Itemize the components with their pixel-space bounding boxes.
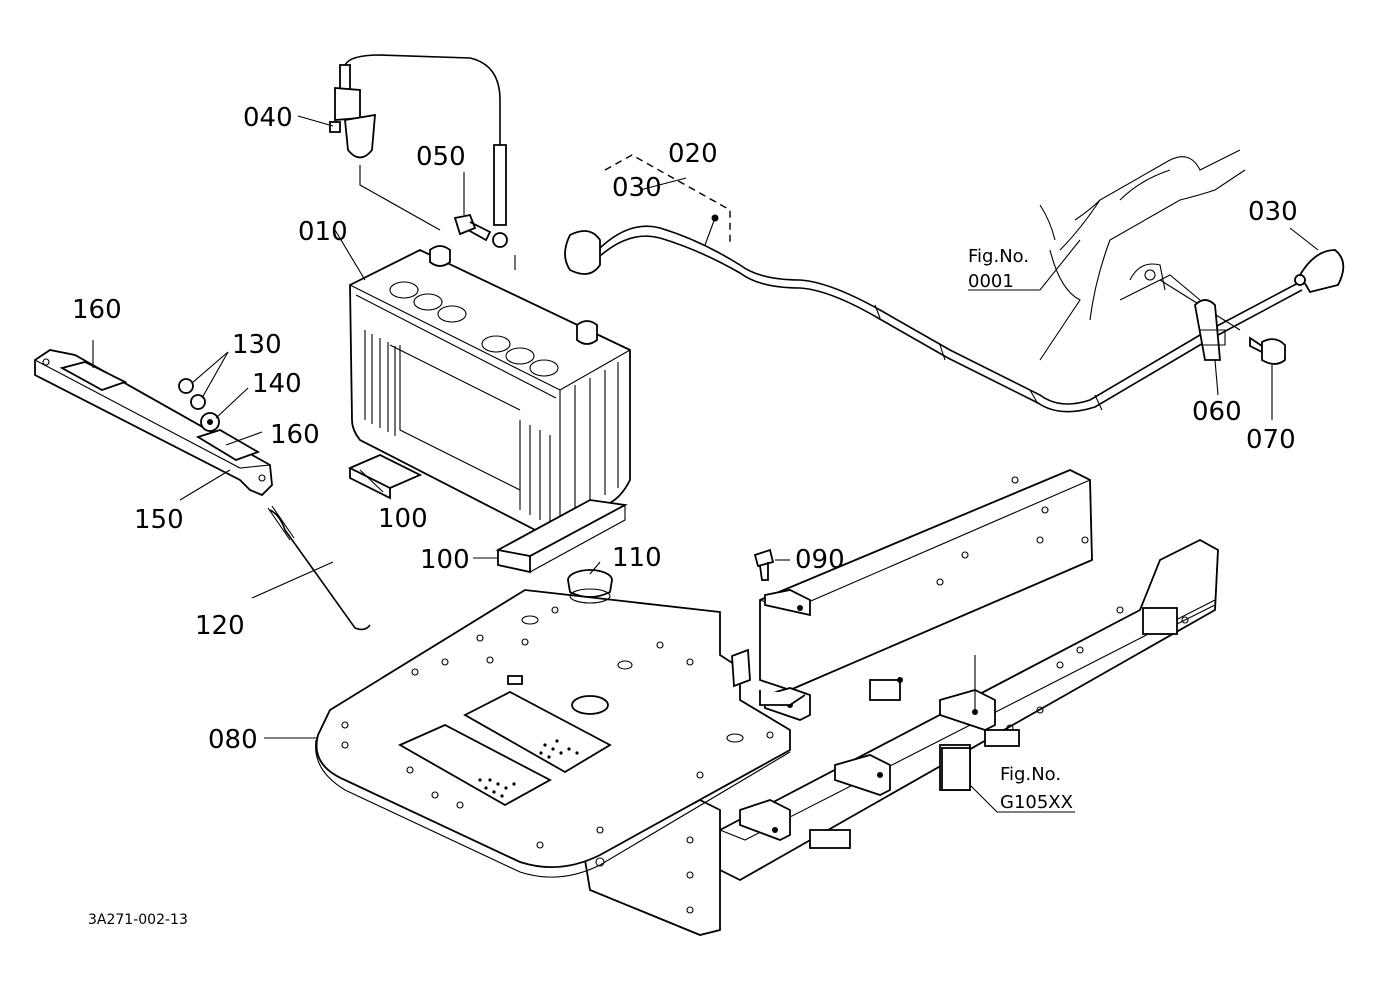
fig-ref-code-2: G105XX <box>1000 792 1073 813</box>
label-160-right: 160 <box>270 420 320 450</box>
floor-plate <box>315 589 791 878</box>
label-060: 060 <box>1192 397 1242 427</box>
fig-ref-label-2: Fig.No. <box>1000 764 1061 785</box>
label-150: 150 <box>134 505 184 535</box>
label-070: 070 <box>1246 425 1296 455</box>
bolt-070 <box>1249 336 1286 365</box>
nut-130-b <box>190 394 206 410</box>
label-100-rear: 100 <box>378 504 428 534</box>
drawing-code: 3A271-002-13 <box>88 912 188 928</box>
fig-ref-label-1: Fig.No. <box>968 246 1029 267</box>
label-030-top: 030 <box>612 173 662 203</box>
cap-110 <box>567 569 613 604</box>
label-020: 020 <box>668 139 718 169</box>
leader-020-030 <box>604 154 731 245</box>
battery <box>349 245 631 537</box>
plate-g105xx <box>941 747 971 791</box>
chassis-frame <box>584 469 1219 936</box>
label-100-front: 100 <box>420 545 470 575</box>
label-080: 080 <box>208 725 258 755</box>
label-160-left: 160 <box>72 295 122 325</box>
label-030-right: 030 <box>1248 197 1298 227</box>
label-010: 010 <box>298 217 348 247</box>
cable-020 <box>564 214 1345 413</box>
bolt-090 <box>753 548 775 581</box>
fig-ref-code-1: 0001 <box>968 271 1014 292</box>
mount-structure <box>1039 149 1246 361</box>
cable-040 <box>329 54 516 270</box>
label-090: 090 <box>795 545 845 575</box>
label-050: 050 <box>416 142 466 172</box>
label-140: 140 <box>252 369 302 399</box>
nut-130-a <box>178 378 194 394</box>
label-120: 120 <box>195 611 245 641</box>
label-130: 130 <box>232 330 282 360</box>
tab-bracket <box>731 648 751 688</box>
bolt-050 <box>453 213 492 242</box>
battery-base-bar-rear <box>347 454 423 500</box>
grille-dots-left <box>478 778 516 798</box>
battery-hold-bracket <box>34 349 371 631</box>
label-040: 040 <box>243 103 293 133</box>
grille-dots-right <box>539 739 579 759</box>
leader-lines <box>92 115 1319 813</box>
label-110: 110 <box>612 543 662 573</box>
